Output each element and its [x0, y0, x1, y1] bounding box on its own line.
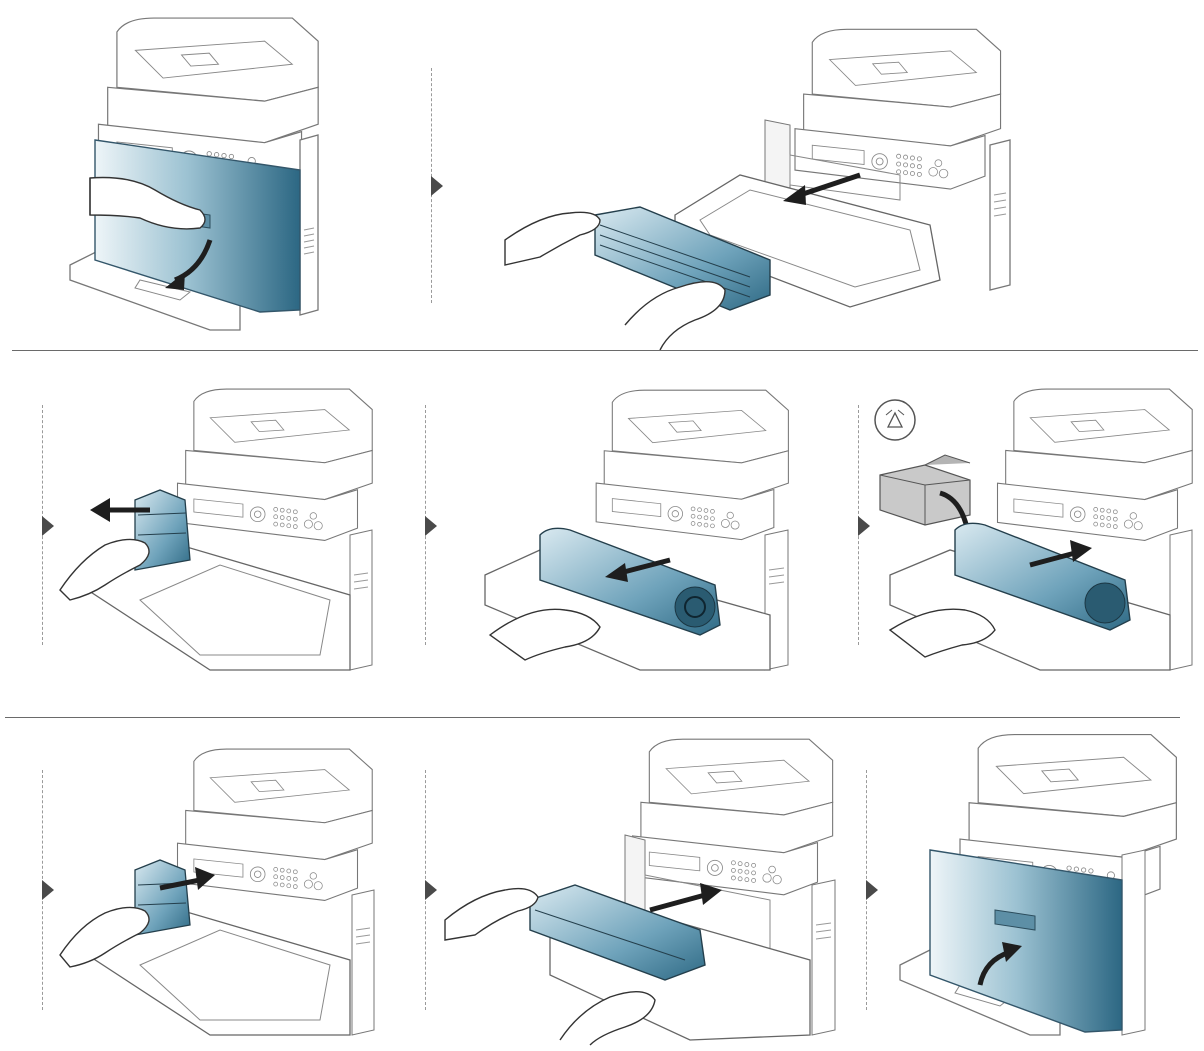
step-5-recycle-and-insert: [870, 385, 1200, 671]
step-arrow-icon: [425, 880, 437, 900]
step-arrow-icon: [858, 516, 870, 536]
step-arrow-icon: [42, 516, 54, 536]
step-1-open-front-cover: [60, 10, 325, 335]
step-arrow-icon: [425, 516, 437, 536]
step-arrow-icon: [866, 880, 878, 900]
step-6-reinsert-waste-toner: [59, 745, 380, 1036]
step-8-close-front-cover: [890, 730, 1190, 1040]
step-arrow-icon: [431, 176, 443, 196]
recycle-icon: [874, 399, 916, 441]
step-arrow-icon: [42, 880, 54, 900]
row-separator: [5, 717, 1180, 718]
step-4-remove-old-unit: [470, 385, 800, 671]
step-7-insert-imaging-unit: [440, 735, 840, 1046]
step-3-remove-waste-toner: [59, 385, 380, 671]
row-separator: [12, 350, 1198, 351]
step-2-remove-imaging-unit: [500, 25, 1015, 351]
